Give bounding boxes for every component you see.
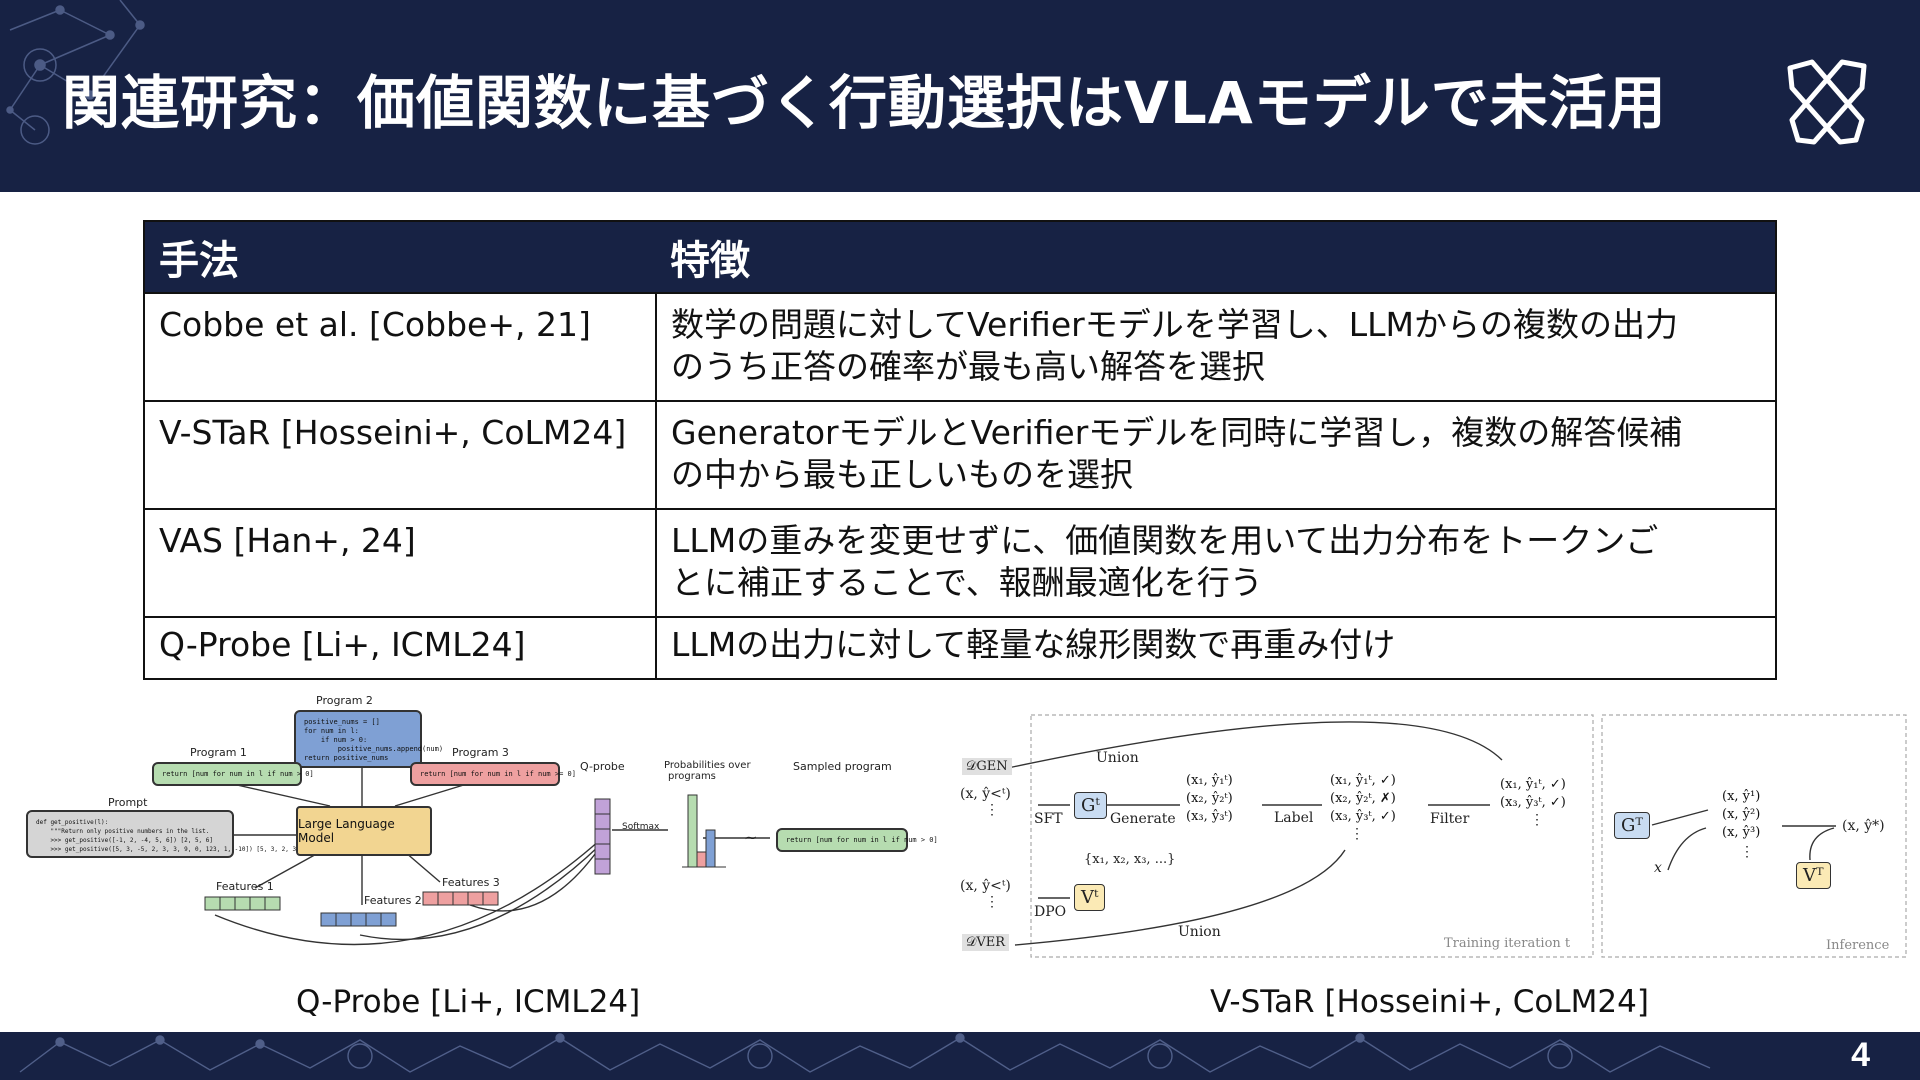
label-step: Label [1274,810,1314,826]
sampled-label: Sampled program [793,760,892,773]
footer-network-decoration [19,1033,1711,1073]
feature-cell: 数学の問題に対してVerifierモデルを学習し、LLMからの複数の出力 のうち… [655,292,1777,402]
d-gen-label: 𝒟GEN [962,758,1012,775]
feature-cell: LLMの出力に対して軽量な線形関数で再重み付け [655,616,1777,680]
slide-header: 関連研究：価値関数に基づく行動選択はVLAモデルで未活用 [0,0,1920,192]
inference-label: Inference [1826,938,1890,953]
ver-dots: ⋮ [985,894,999,910]
inference-dots: ⋮ [1740,844,1754,860]
filtered-list: (x₁, ŷ₁ᵗ, ✓) (x₃, ŷ₃ᵗ, ✓) [1500,776,1566,812]
training-iteration-label: Training iteration t [1444,936,1571,951]
program1-code: return [num for num in l if num > 0] [152,762,314,786]
ver-pair: (x, ŷ<ᵗ) [960,878,1011,894]
program3-code: return [num for num in l if num >= 0] [410,762,576,786]
probabilities-bars [682,794,726,868]
brush-logo-icon [1787,59,1867,145]
filter-label: Filter [1430,811,1470,827]
method-cell: Cobbe et al. [Cobbe+, 21] [143,292,657,402]
program3-label: Program 3 [452,746,509,759]
union-bottom-label: Union [1178,924,1221,940]
list-item: (x₃, ŷ₃ᵗ, ✓) [1500,795,1566,810]
list-item: (x₂, ŷ₂ᵗ) [1186,791,1233,806]
prompt-label: Prompt [108,796,148,809]
filter-dots: ⋮ [1530,812,1544,828]
probabilities-title-2: programs [668,771,716,782]
input-x-label: x [1654,860,1662,876]
feature-line: 数学の問題に対してVerifierモデルを学習し、LLMからの複数の出力 [671,305,1678,344]
features1-vector [204,896,281,911]
feature-cell: LLMの重みを変更せずに、価値関数を用いて出力分布をトークンご とに補正すること… [655,508,1777,618]
generator-box: Gᵗ [1074,792,1107,819]
network-decoration [6,0,145,145]
column-header-feature: 特徴 [656,221,1776,293]
tilde-symbol: ~ [744,828,758,847]
gen-dots: ⋮ [985,802,999,818]
gen-pair: (x, ŷ<ᵗ) [960,786,1011,802]
qprobe-caption: Q-Probe [Li+, ICML24] [296,984,641,1020]
dpo-label: DPO [1034,904,1067,920]
x-set-label: {x₁, x₂, x₃, ...} [1084,852,1176,867]
feature-line: の中から最も正しいものを選択 [671,455,1133,494]
feature-line: GeneratorモデルとVerifierモデルを同時に学習し，複数の解答候補 [671,413,1683,452]
inference-list: (x, ŷ¹) (x, ŷ²) (x, ŷ³) [1722,788,1760,842]
feature-cell: GeneratorモデルとVerifierモデルを同時に学習し，複数の解答候補 … [655,400,1777,510]
list-item: (x, ŷ¹) [1722,789,1761,804]
qprobe-vector [594,798,611,875]
label-dots: ⋮ [1350,826,1364,842]
related-work-table: 手法 特徴 Cobbe et al. [Cobbe+, 21] 数学の問題に対し… [143,220,1777,680]
table-row: Q-Probe [Li+, ICML24] LLMの出力に対して軽量な線形関数で… [143,616,1777,680]
method-cell: VAS [Han+, 24] [143,508,657,618]
verifier-box: Vᵗ [1074,884,1106,911]
program2-code: positive_nums = [] for num in l: if num … [294,710,443,768]
features3-vector [422,891,499,906]
table-row: V-STaR [Hosseini+, CoLM24] Generatorモデルと… [143,400,1777,510]
table-row: VAS [Han+, 24] LLMの重みを変更せずに、価値関数を用いて出力分布… [143,508,1777,618]
result-label: (x, ŷ*) [1842,818,1885,834]
program1-label: Program 1 [190,746,247,759]
feature-line: LLMの出力に対して軽量な線形関数で再重み付け [671,625,1396,664]
softmax-label: Softmax [622,822,660,832]
llm-box: Large Language Model [296,806,432,856]
program2-label: Program 2 [316,694,373,707]
list-item: (x, ŷ²) [1722,807,1761,822]
labeled-list: (x₁, ŷ₁ᵗ, ✓) (x₂, ŷ₂ᵗ, ✗) (x₃, ŷ₃ᵗ, ✓) [1330,772,1396,826]
sft-label: SFT [1034,811,1063,827]
generator-final-box: Gᵀ [1614,812,1650,839]
list-item: (x₂, ŷ₂ᵗ, ✗) [1330,791,1396,806]
qprobe-label: Q-probe [580,760,625,773]
method-cell: Q-Probe [Li+, ICML24] [143,616,657,680]
features3-label: Features 3 [442,876,500,889]
slide-footer: 4 [0,1032,1920,1080]
generated-list: (x₁, ŷ₁ᵗ) (x₂, ŷ₂ᵗ) (x₃, ŷ₃ᵗ) [1186,772,1233,826]
generate-label: Generate [1110,811,1176,827]
list-item: (x₃, ŷ₃ᵗ, ✓) [1330,809,1396,824]
list-item: (x₁, ŷ₁ᵗ, ✓) [1330,773,1396,788]
features2-label: Features 2 [364,894,422,907]
method-cell: V-STaR [Hosseini+, CoLM24] [143,400,657,510]
d-ver-label: 𝒟VER [962,934,1010,951]
vstar-caption: V-STaR [Hosseini+, CoLM24] [1210,984,1649,1020]
column-header-method: 手法 [144,221,656,293]
page-number: 4 [1851,1036,1870,1074]
table-header-row: 手法 特徴 [144,221,1776,293]
list-item: (x₁, ŷ₁ᵗ) [1186,773,1233,788]
features1-label: Features 1 [216,880,274,893]
slide-title: 関連研究：価値関数に基づく行動選択はVLAモデルで未活用 [62,69,1667,137]
verifier-final-box: Vᵀ [1796,862,1831,889]
feature-line: とに補正することで、報酬最適化を行う [671,563,1263,602]
probabilities-title-1: Probabilities over [664,760,751,771]
list-item: (x₁, ŷ₁ᵗ, ✓) [1500,777,1566,792]
feature-line: LLMの重みを変更せずに、価値関数を用いて出力分布をトークンご [671,521,1659,560]
feature-line: のうち正答の確率が最も高い解答を選択 [671,347,1265,386]
features2-vector [320,912,397,927]
union-top-label: Union [1096,750,1139,766]
list-item: (x, ŷ³) [1722,825,1761,840]
list-item: (x₃, ŷ₃ᵗ) [1186,809,1233,824]
table-row: Cobbe et al. [Cobbe+, 21] 数学の問題に対してVerif… [143,292,1777,402]
